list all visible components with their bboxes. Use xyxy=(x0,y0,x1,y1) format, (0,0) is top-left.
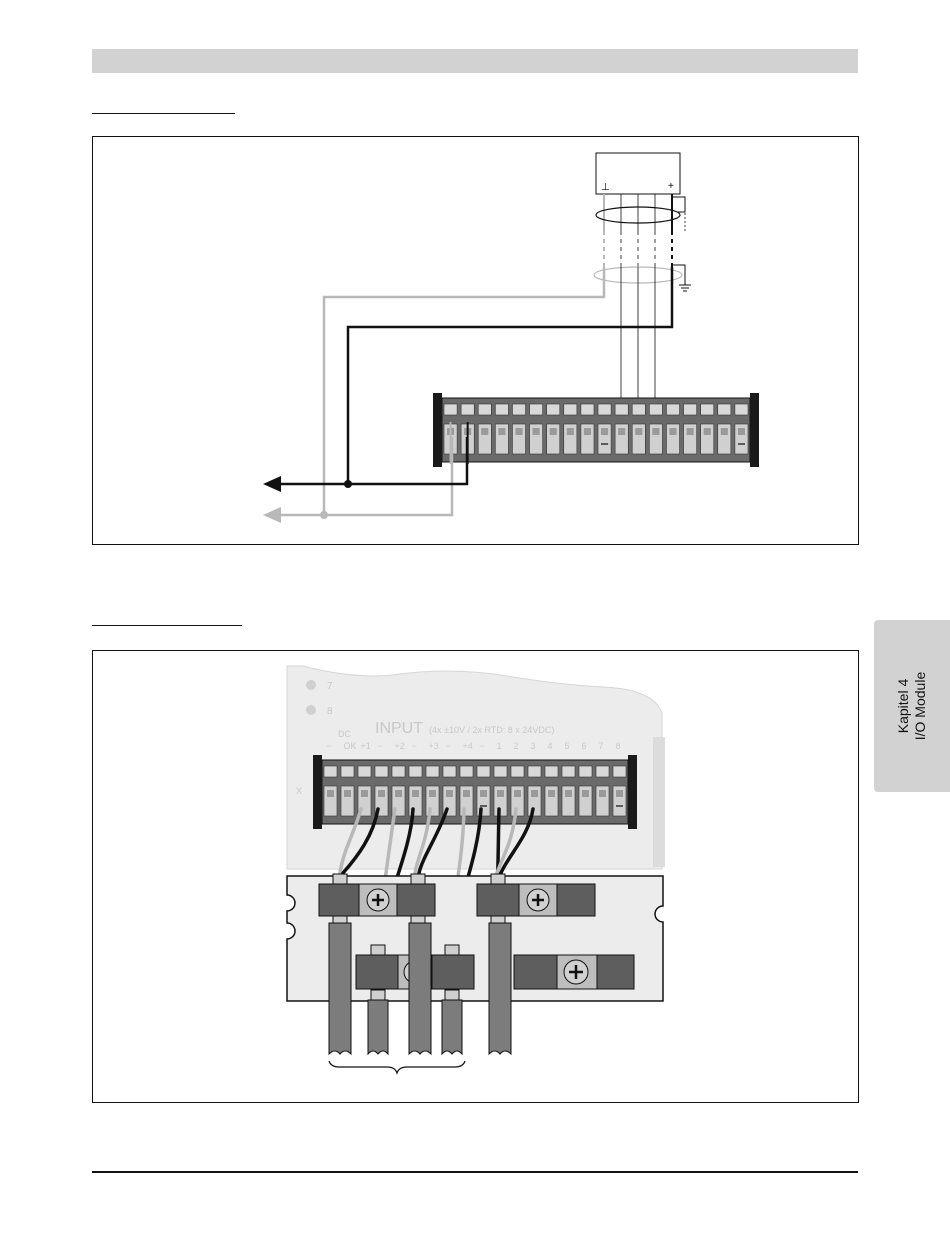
terminal-screw xyxy=(649,404,662,415)
terminal-label: − xyxy=(412,741,417,751)
section-heading-rule-1 xyxy=(92,113,235,114)
terminal-screw xyxy=(613,766,626,777)
terminal-label: 2 xyxy=(514,741,519,751)
side-number-8: 8 xyxy=(327,706,333,717)
output-arrow-black xyxy=(263,476,281,492)
chapter-label: Kapitel 4 xyxy=(895,679,912,733)
wiring-diagram: ⊥ + xyxy=(93,137,860,546)
terminal-screw xyxy=(579,766,592,777)
wiring-diagram-frame: ⊥ + xyxy=(92,136,859,545)
terminal-screw xyxy=(530,404,543,415)
terminal-screw xyxy=(718,404,731,415)
terminal-screw xyxy=(545,766,558,777)
terminal-label: − xyxy=(480,741,485,751)
terminal-screw xyxy=(615,404,628,415)
clamp-top-1 xyxy=(319,884,435,916)
terminal-screw xyxy=(341,766,354,777)
terminal-screw xyxy=(581,404,594,415)
terminal-label: 3 xyxy=(531,741,536,751)
terminal-screw xyxy=(564,404,577,415)
terminal-label: 7 xyxy=(599,741,604,751)
module-illustration: 7 8 INPUT (4x ±10V / 2x RTD: 8 x 24VDC) … xyxy=(93,651,860,1104)
clamp-bottom-2 xyxy=(514,955,634,989)
terminal-screw xyxy=(375,766,388,777)
terminal-screw xyxy=(495,404,508,415)
terminal-screw xyxy=(596,766,609,777)
sensor-plus-symbol: + xyxy=(668,181,674,192)
x-marker: X xyxy=(296,786,302,796)
terminal-label: +1 xyxy=(361,741,371,751)
footer-rule xyxy=(92,1171,858,1173)
terminal-label: +4 xyxy=(463,741,473,751)
terminal-screw xyxy=(494,766,507,777)
terminal-screw xyxy=(460,766,473,777)
terminal-screw xyxy=(735,404,748,415)
clamp-top-2 xyxy=(477,884,595,916)
output-arrow-gray xyxy=(263,507,281,523)
terminal-label: − xyxy=(327,741,332,751)
terminal-screw xyxy=(666,404,679,415)
terminal-label: − xyxy=(378,741,383,751)
header-bar xyxy=(92,49,858,73)
input-title: INPUT xyxy=(375,720,423,737)
terminal-screw xyxy=(461,404,474,415)
gray-shield-wire xyxy=(324,267,604,515)
terminal-screw xyxy=(409,766,422,777)
terminal-screw xyxy=(562,766,575,777)
terminal-screw xyxy=(443,766,456,777)
terminal-label: 8 xyxy=(616,741,621,751)
terminal-screw xyxy=(512,404,525,415)
earth-ground-symbol xyxy=(679,285,691,291)
input-spec: (4x ±10V / 2x RTD: 8 x 24VDC) xyxy=(429,725,554,735)
terminal-screw xyxy=(426,766,439,777)
sensor-ground-symbol: ⊥ xyxy=(601,182,610,193)
terminal-screw xyxy=(684,404,697,415)
terminal-screw xyxy=(632,404,645,415)
terminal-screw xyxy=(547,404,560,415)
terminal-label: 6 xyxy=(582,741,587,751)
terminal-block xyxy=(433,393,759,467)
cable-group-bracket xyxy=(329,1061,465,1073)
terminal-screw xyxy=(528,766,541,777)
side-number-7: 7 xyxy=(327,681,333,692)
terminal-label: +3 xyxy=(429,741,439,751)
terminal-label: OK xyxy=(344,741,357,751)
chapter-side-tab: Kapitel 4 I/O Module xyxy=(874,620,950,792)
terminal-screw xyxy=(701,404,714,415)
terminal-screw xyxy=(598,404,611,415)
terminal-label: 5 xyxy=(565,741,570,751)
terminal-screw xyxy=(511,766,524,777)
terminal-label: 1 xyxy=(497,741,502,751)
terminal-label: +2 xyxy=(395,741,405,751)
section-heading-rule-2 xyxy=(92,625,242,626)
terminal-label: − xyxy=(446,741,451,751)
terminal-screw xyxy=(477,766,490,777)
terminal-screw xyxy=(444,404,457,415)
input-terminal-block xyxy=(313,755,637,829)
terminal-screw xyxy=(358,766,371,777)
terminal-screw xyxy=(392,766,405,777)
dc-label: DC xyxy=(338,729,351,739)
terminal-screw xyxy=(478,404,491,415)
terminal-screw xyxy=(324,766,337,777)
section-label: I/O Module xyxy=(912,672,929,740)
terminal-label: 4 xyxy=(548,741,553,751)
module-illustration-frame: 7 8 INPUT (4x ±10V / 2x RTD: 8 x 24VDC) … xyxy=(92,650,859,1103)
